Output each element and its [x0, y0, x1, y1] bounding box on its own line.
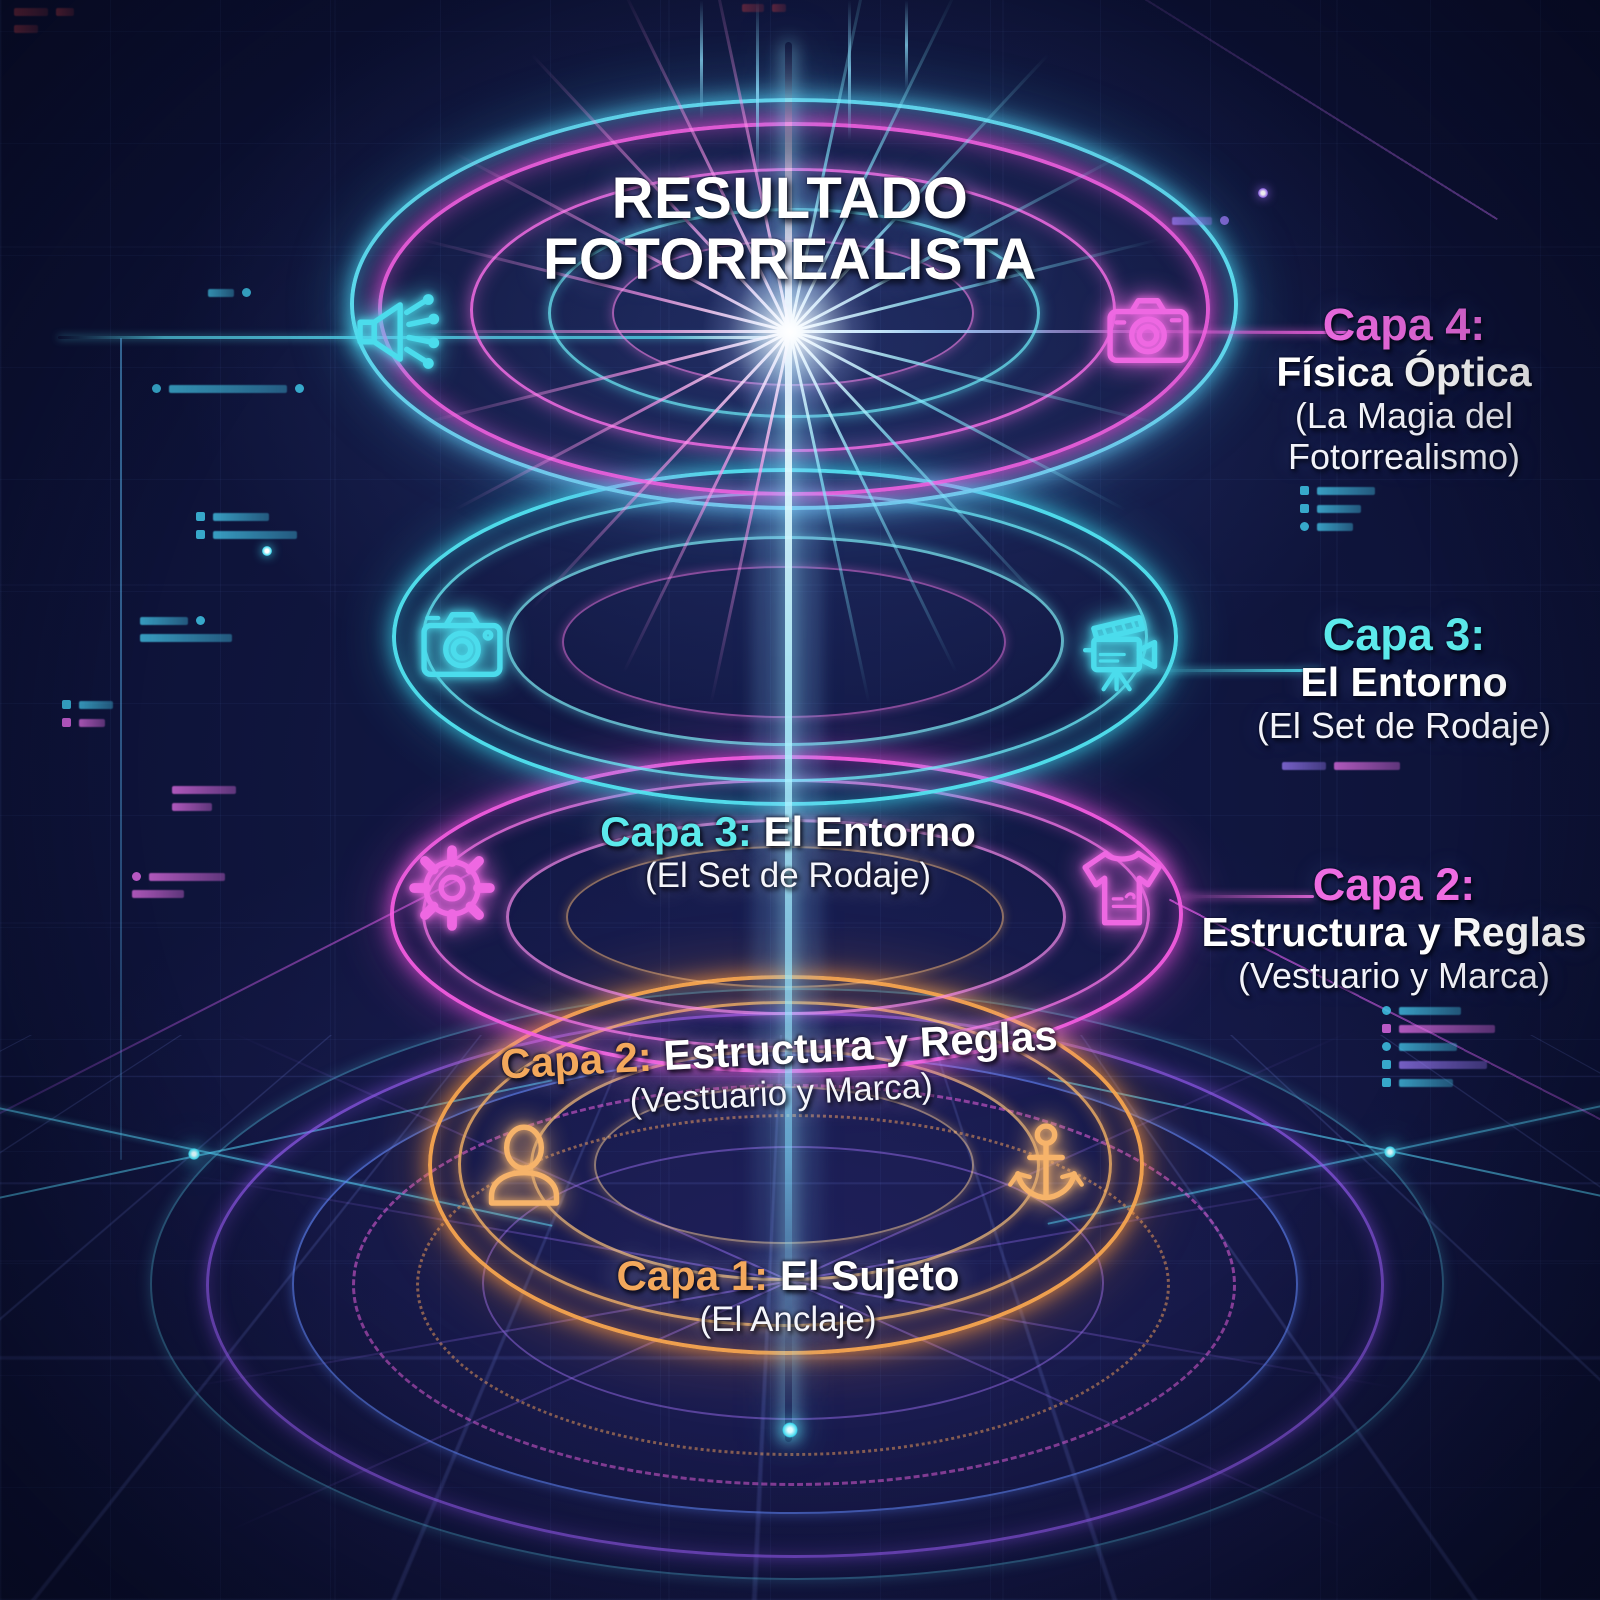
infographic-canvas: RESULTADO FOTORREALISTA Capa 4: Física Ó… — [0, 0, 1600, 1600]
vignette-overlay — [0, 0, 1600, 1600]
